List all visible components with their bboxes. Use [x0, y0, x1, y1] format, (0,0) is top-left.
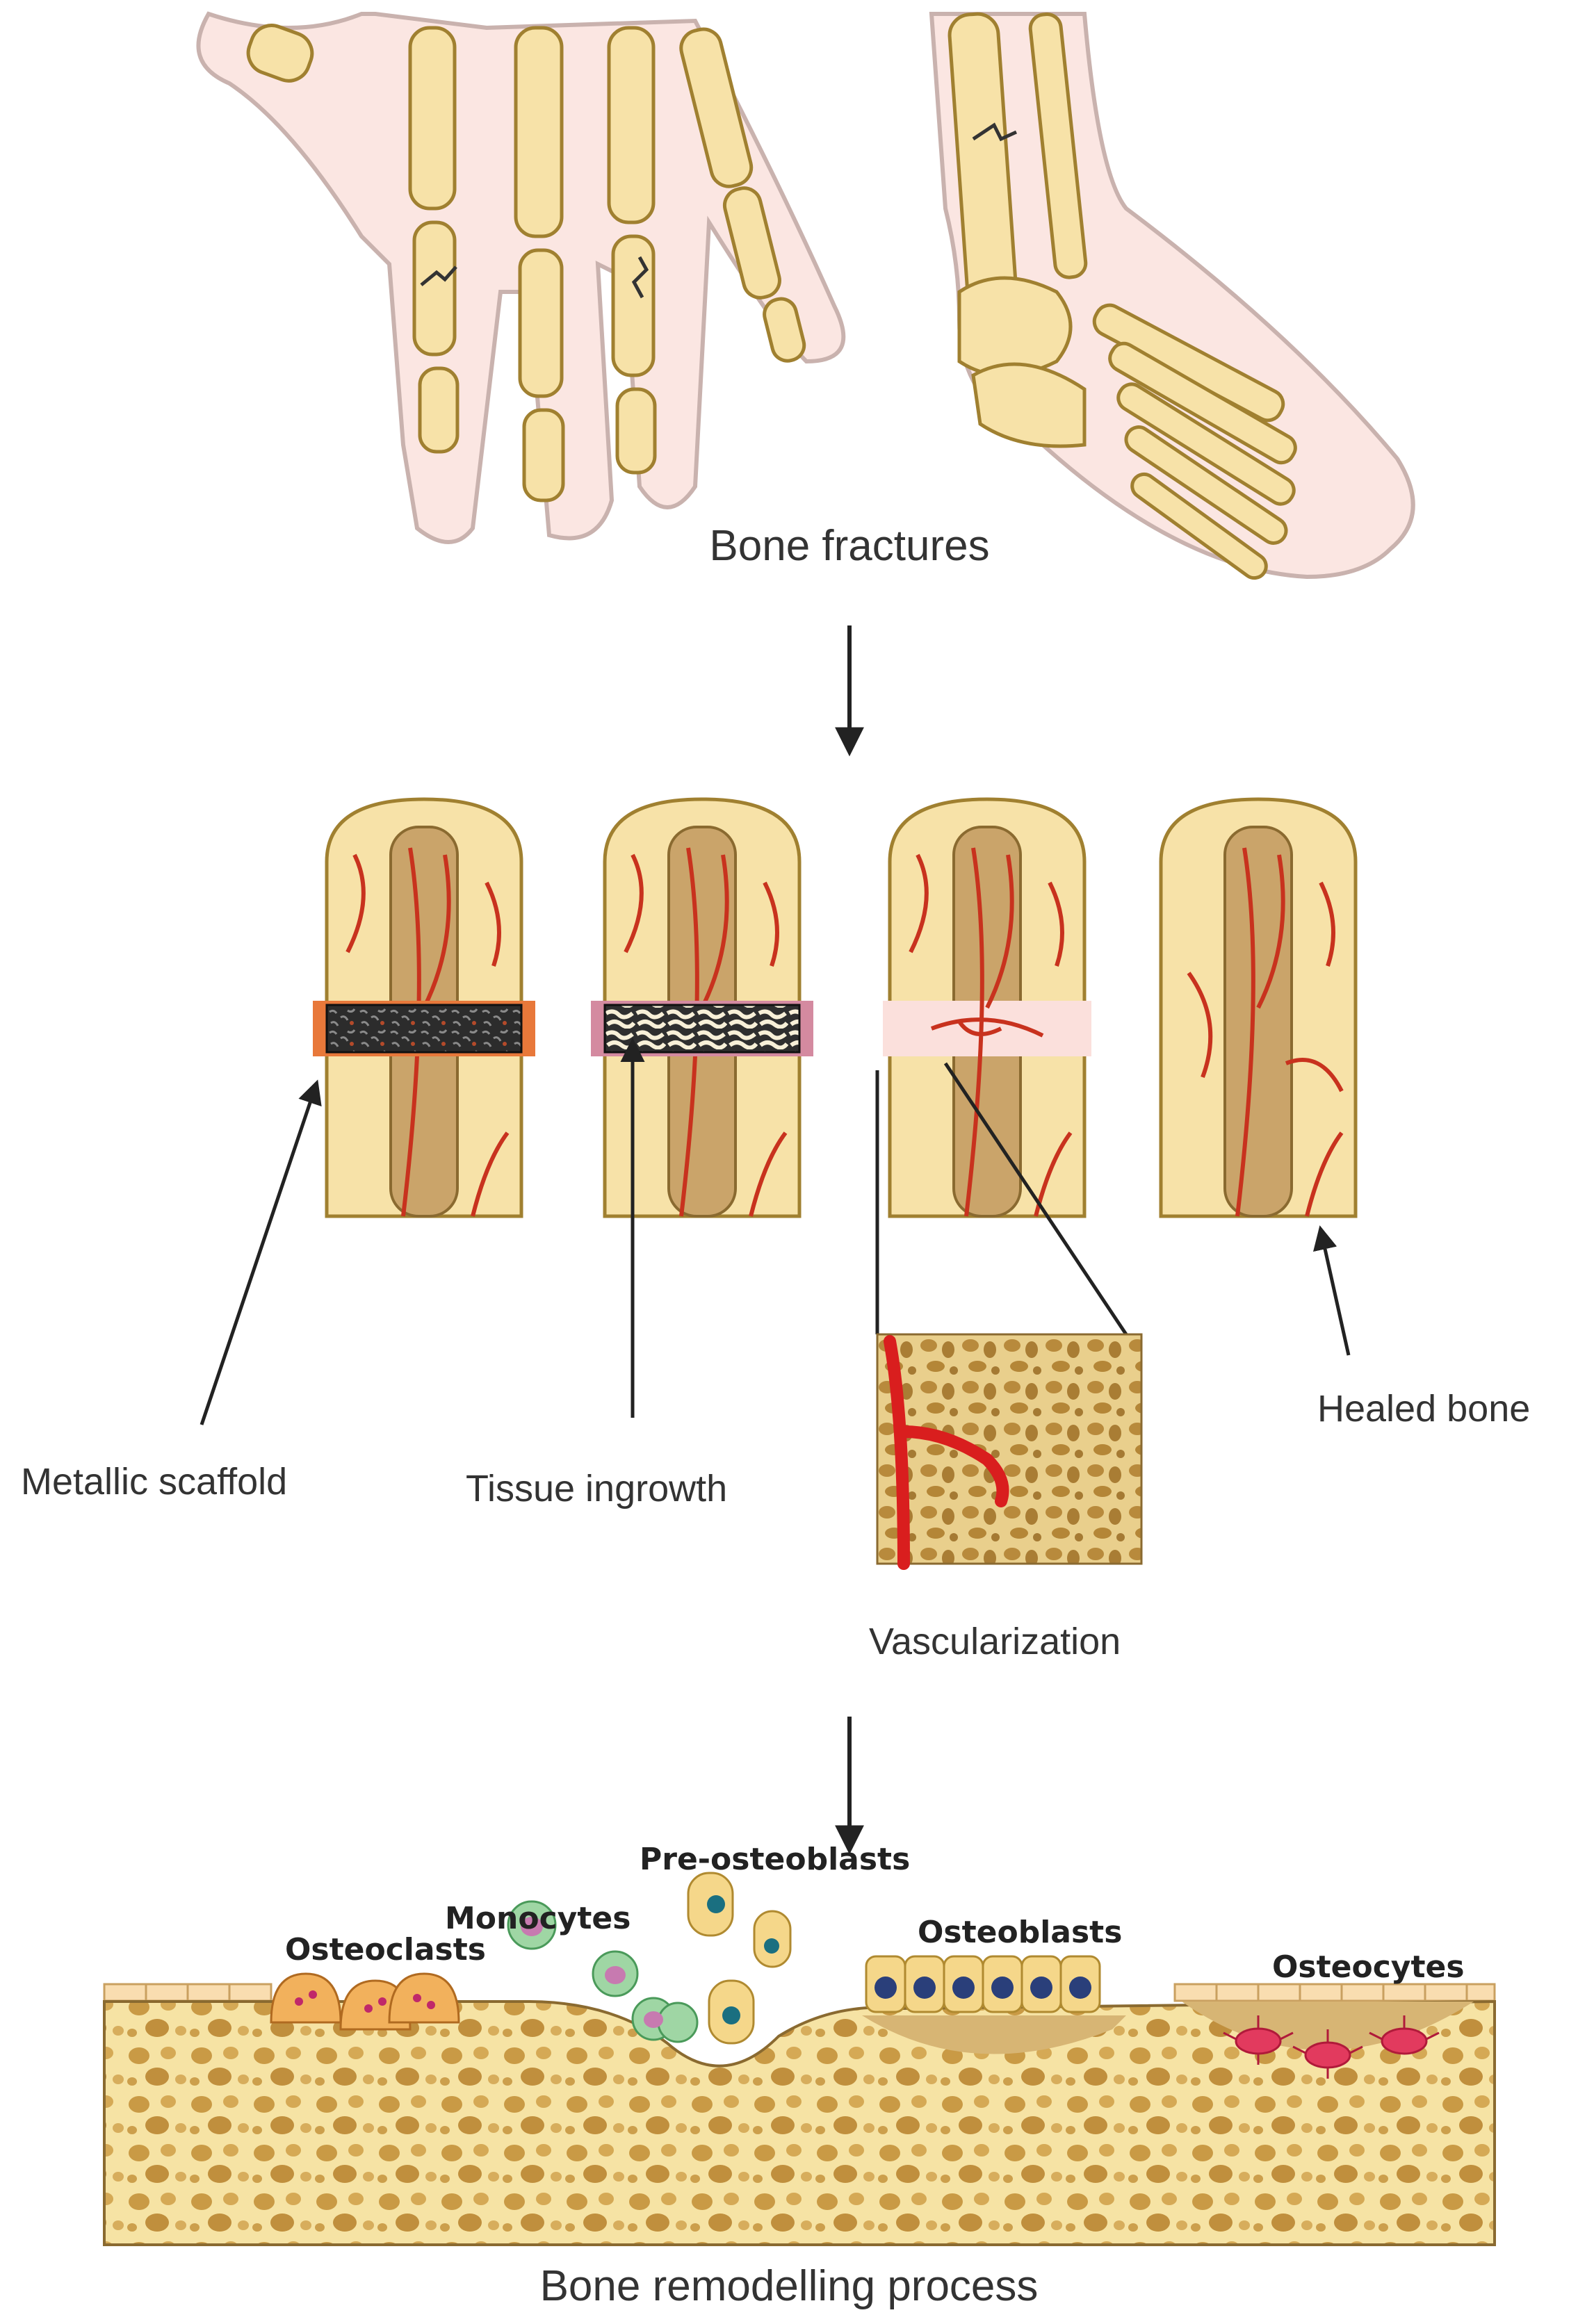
pointer-arrow-scaffold [200, 1079, 322, 1425]
monocyte-cells [507, 1900, 699, 2043]
bone-remodelling-label: Bone remodelling process [540, 2262, 1039, 2310]
pointer-arrow-healed [1312, 1225, 1351, 1356]
osteoclasts-label: Osteoclasts [285, 1932, 486, 1967]
bone-stage-healed [1159, 797, 1358, 1218]
vascularization-label: Vascularization [869, 1621, 1121, 1662]
hand-illustration [196, 11, 846, 544]
tissue-ingrowth-label: Tissue ingrowth [466, 1468, 727, 1509]
osteocyte-cells [1223, 2015, 1440, 2079]
osteocytes-label: Osteocytes [1272, 1949, 1465, 1985]
monocytes-label: Monocytes [445, 1901, 631, 1936]
healed-bone-label: Healed bone [1317, 1388, 1530, 1430]
osteoblast-cells [865, 1955, 1101, 2013]
bone-fractures-label: Bone fractures [709, 522, 989, 570]
pre-osteoblasts-label: Pre-osteoblasts [640, 1842, 910, 1877]
pre-osteoblast-cells [687, 1872, 792, 2045]
osteoblasts-label: Osteoblasts [918, 1915, 1122, 1950]
remodelling-illustration [103, 1872, 1496, 2246]
metallic-scaffold-label: Metallic scaffold [21, 1461, 287, 1503]
pointer-line-vascular-right [943, 1062, 1142, 1357]
osteoclast-cells [270, 1972, 460, 2031]
foot-illustration [929, 12, 1415, 580]
bone-stage-vascularization [883, 797, 1091, 1218]
vascularization-inset [876, 1333, 1143, 1570]
bone-stage-scaffold [313, 797, 535, 1218]
bone-stage-ingrowth [591, 797, 813, 1218]
